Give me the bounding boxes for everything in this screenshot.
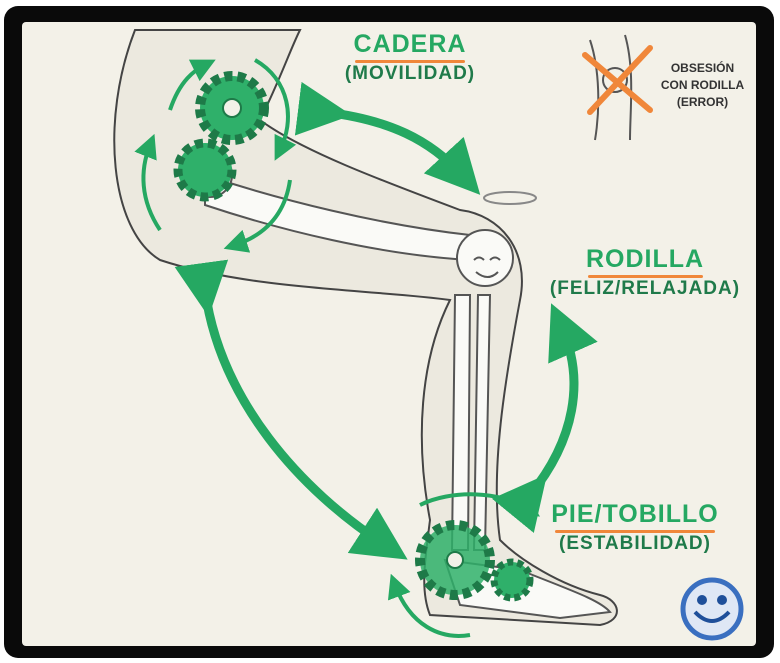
- knee-subtitle: (FELIZ/RELAJADA): [549, 278, 741, 299]
- rotation-arrows: [134, 58, 540, 638]
- smiley-logo-icon: [680, 577, 744, 641]
- crossed-knee-icon: [582, 34, 653, 141]
- gear-icon: [173, 71, 534, 602]
- note-line-2: CON RODILLA: [660, 78, 745, 92]
- knee-obsession-note: OBSESIÓN CON RODILLA (ERROR): [655, 60, 750, 111]
- foot-subtitle: (ESTABILIDAD): [559, 533, 711, 554]
- hip-label: CADERA (MOVILIDAD): [330, 30, 490, 85]
- knee-title: RODILLA: [585, 245, 705, 273]
- halo-icon: [483, 191, 537, 205]
- foot-label: PIE/TOBILLO (ESTABILIDAD): [545, 500, 725, 555]
- knee-label: RODILLA (FELIZ/RELAJADA): [535, 245, 755, 300]
- knee-face-icon: [456, 229, 514, 287]
- note-line-1: OBSESIÓN: [670, 61, 735, 75]
- hip-subtitle: (MOVILIDAD): [344, 63, 476, 84]
- hip-title: CADERA: [353, 30, 467, 58]
- note-line-3: (ERROR): [676, 95, 729, 109]
- connection-arrows: [174, 81, 598, 560]
- foot-title: PIE/TOBILLO: [551, 500, 719, 528]
